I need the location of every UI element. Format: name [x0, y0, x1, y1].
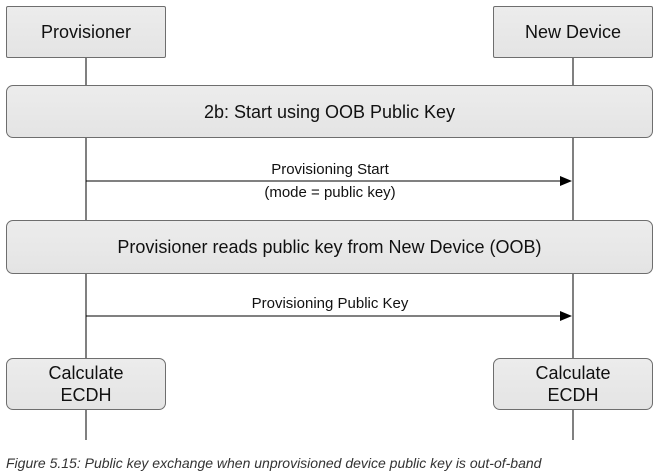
- calculate-ecdh-provisioner-label: Calculate ECDH: [48, 363, 124, 405]
- calculate-ecdh-provisioner: Calculate ECDH: [6, 358, 166, 410]
- provisioning-start-line1: Provisioning Start: [271, 161, 389, 178]
- phase-2b-banner: 2b: Start using OOB Public Key: [6, 85, 653, 138]
- participant-provisioner: Provisioner: [6, 6, 166, 58]
- phase-2b-label: 2b: Start using OOB Public Key: [203, 101, 456, 122]
- calculate-ecdh-new-device-label: Calculate ECDH: [535, 363, 611, 405]
- calculate-ecdh-new-device: Calculate ECDH: [493, 358, 653, 410]
- participant-new-device-label: New Device: [524, 22, 622, 42]
- participant-new-device: New Device: [493, 6, 653, 58]
- oob-read-banner: Provisioner reads public key from New De…: [6, 220, 653, 274]
- provisioning-start-line2: (mode = public key): [264, 184, 396, 201]
- participant-provisioner-label: Provisioner: [40, 22, 132, 42]
- provisioning-public-key-label: Provisioning Public Key: [251, 295, 409, 312]
- oob-read-label: Provisioner reads public key from New De…: [117, 237, 542, 257]
- figure-caption: Figure 5.15: Public key exchange when un…: [6, 455, 542, 471]
- provisioning-start-label: Provisioning Start (mode = public key): [230, 160, 430, 202]
